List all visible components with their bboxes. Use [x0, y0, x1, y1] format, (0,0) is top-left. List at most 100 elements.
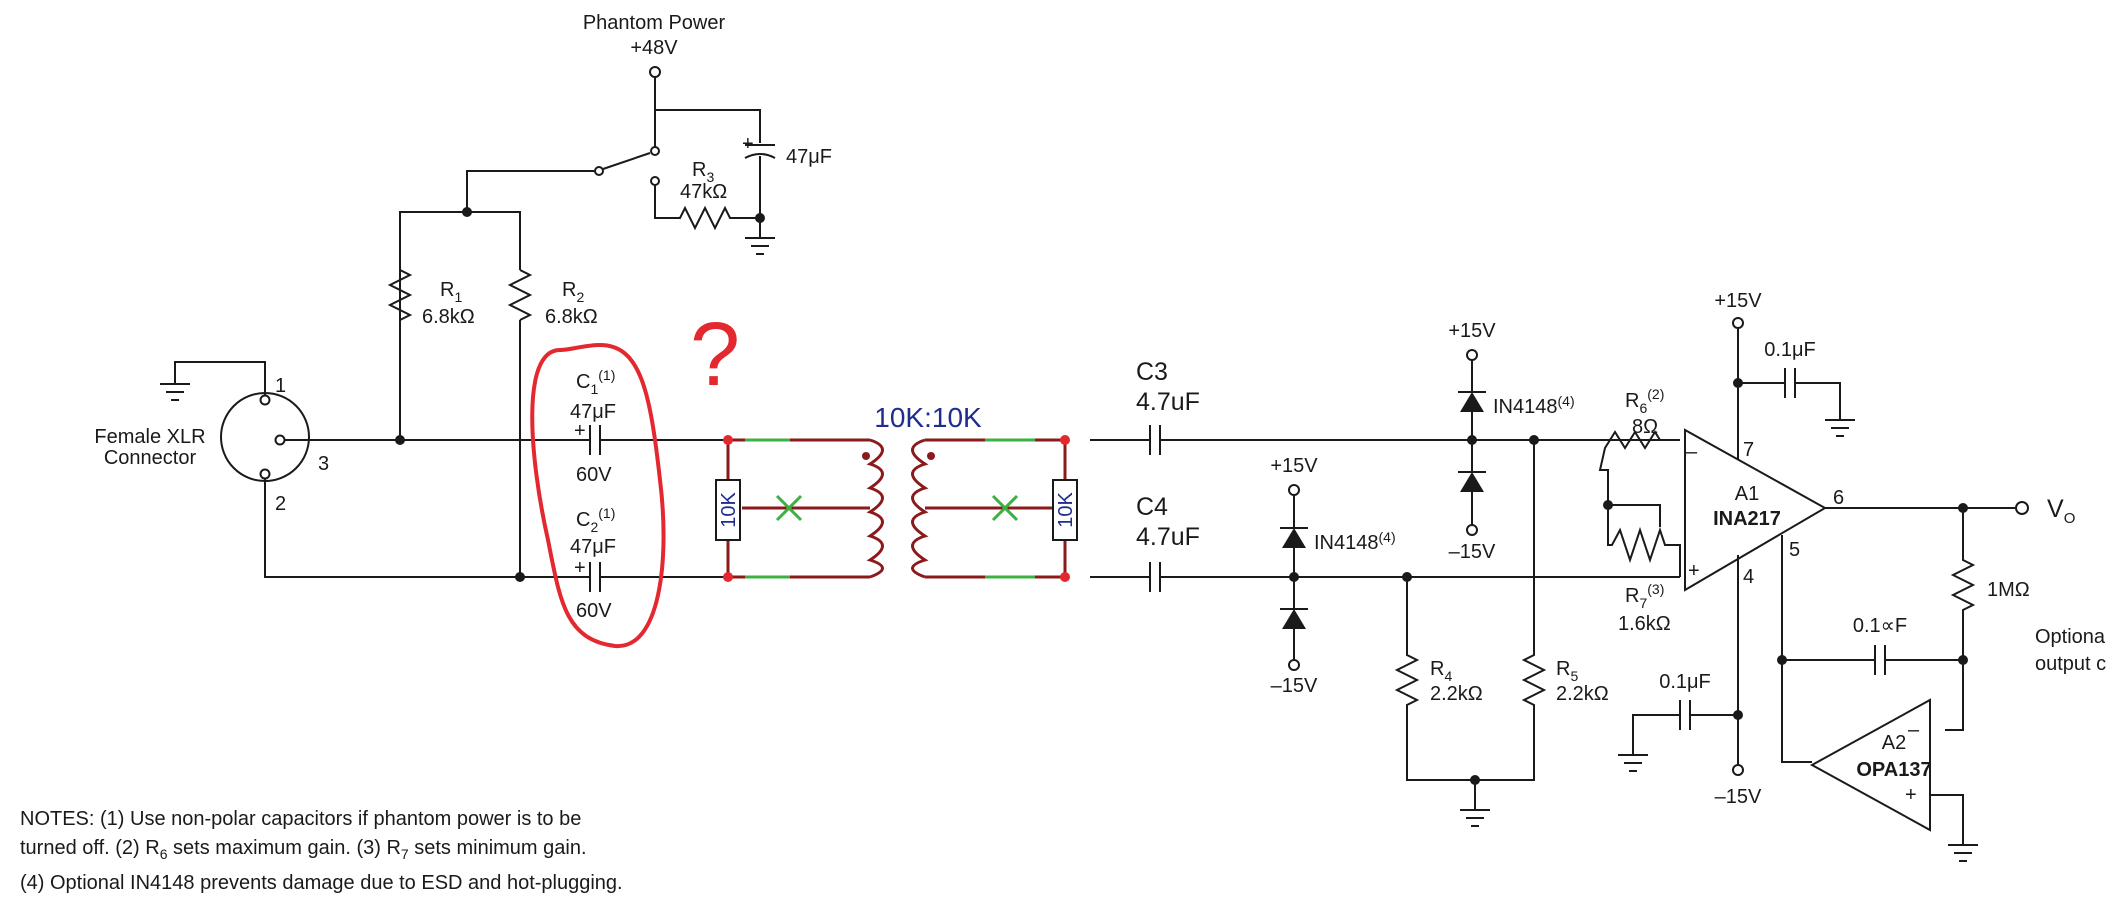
- wire-a1-ref: [1781, 535, 1812, 763]
- ground-icon: [1948, 844, 1978, 862]
- ground-icon: [160, 383, 190, 401]
- xlr-connector-body: [220, 392, 310, 482]
- r5-value: 2.2kΩ: [1556, 683, 1609, 705]
- diode-bottom-neg: –15V: [1271, 675, 1318, 697]
- notes-line2: turned off. (2) R6 sets maximum gain. (3…: [20, 837, 587, 862]
- junction-r1: [395, 435, 405, 445]
- ground-icon: [1460, 809, 1490, 827]
- overlay-dot: [1060, 572, 1070, 582]
- question-mark-annotation: ?: [690, 305, 740, 405]
- c1-polarity: +: [574, 420, 586, 442]
- c2-polarity: +: [574, 557, 586, 579]
- wire-bypass-bottom-ground: [1632, 714, 1680, 755]
- pin2-label: 2: [275, 493, 286, 515]
- load-resistor-right: [1052, 479, 1078, 541]
- cap-phantom-value: 47μF: [786, 146, 832, 168]
- a1-vplus: +15V: [1714, 290, 1762, 312]
- resistor-rfb: [1945, 508, 1976, 731]
- switch-off-terminal: [650, 176, 660, 186]
- a2-pin-minus: –: [1908, 719, 1920, 741]
- c1-label: C1(1): [576, 367, 615, 397]
- a1-pin-plus: +: [1688, 560, 1700, 582]
- diode-bottom-upper: [1282, 528, 1306, 548]
- r5-label: R5: [1556, 658, 1578, 684]
- r1-label: R1: [440, 279, 462, 305]
- transformer-ratio: 10K:10K: [874, 402, 982, 433]
- phantom-voltage: +48V: [630, 37, 678, 59]
- junction-bypass-top: [1733, 378, 1743, 388]
- bypass-top-value: 0.1μF: [1764, 339, 1816, 361]
- junction-output: [1958, 503, 1968, 513]
- r7-wiper: [1608, 504, 1661, 527]
- wires: [174, 66, 2029, 845]
- a1-vplus-terminal: [1732, 317, 1744, 329]
- junction-diode-top: [1467, 435, 1477, 445]
- diode-bottom-supply-terminal: [1288, 484, 1300, 496]
- junction-rfb: [1958, 655, 1968, 665]
- xlr-pin-2: [259, 468, 271, 480]
- r3-label: R3: [692, 159, 714, 185]
- a1-ref: A1: [1735, 483, 1759, 505]
- r6-label: R6(2): [1625, 386, 1664, 416]
- overlay-dot: [1060, 435, 1070, 445]
- connector-label-line1: Female XLR: [94, 426, 205, 448]
- cross-left-icon-b: [775, 494, 803, 522]
- optional-note-line1: Optiona: [2035, 626, 2106, 648]
- wire-to-switch: [466, 170, 596, 212]
- xlr-pin-3: [274, 434, 286, 446]
- r7-value: 1.6kΩ: [1618, 613, 1671, 635]
- load-right-label: 10K: [1055, 492, 1077, 528]
- resistor-r2: [507, 269, 533, 321]
- c2-label: C2(1): [576, 505, 615, 535]
- a1-vminus-terminal: [1732, 764, 1744, 776]
- junction-cfb: [1777, 655, 1787, 665]
- wire-a2-ground: [1930, 794, 1964, 845]
- junction-r4r5: [1470, 775, 1480, 785]
- load-resistor-left: [715, 479, 741, 541]
- optional-note-line2: output c: [2035, 653, 2106, 675]
- diode-top-part: IN4148(4): [1493, 393, 1575, 418]
- output-terminal: [2015, 501, 2029, 515]
- phantom-terminal: [649, 66, 661, 78]
- junction-bypass-bottom: [1733, 710, 1743, 720]
- switch-common-terminal: [594, 166, 604, 176]
- xlr-pin-1: [259, 394, 271, 406]
- bypass-bottom-value: 0.1μF: [1659, 671, 1711, 693]
- c1-voltage: 60V: [576, 464, 612, 486]
- diode-bottom-lower: [1282, 609, 1306, 629]
- r4-label: R4: [1430, 658, 1452, 684]
- diode-top-supply: +15V: [1448, 320, 1496, 342]
- overlay-dot: [723, 435, 733, 445]
- r2-label: R2: [562, 279, 584, 305]
- labels: Phantom Power +48V 47μF + R3 47kΩ R1 6.8…: [94, 12, 2106, 808]
- diode-bottom-supply: +15V: [1270, 455, 1318, 477]
- pin3-label: 3: [318, 453, 329, 475]
- diode-top-lower: [1460, 472, 1484, 492]
- red-annotation: [530, 342, 666, 649]
- junction-diode-bottom: [1289, 572, 1299, 582]
- amplifier-a2: [1809, 698, 1931, 832]
- a2-ref: A2: [1882, 732, 1906, 754]
- a1-part: INA217: [1713, 508, 1781, 530]
- ground-icon: [1618, 754, 1648, 772]
- junction-r5: [1529, 435, 1539, 445]
- amplifier-a1: [1684, 428, 1828, 592]
- switch-phantom-terminal: [650, 146, 660, 156]
- c2-voltage: 60V: [576, 600, 612, 622]
- wire-bypass-top-ground: [1795, 382, 1841, 420]
- notes-line3: (4) Optional IN4148 prevents damage due …: [20, 872, 623, 894]
- r2-value: 6.8kΩ: [545, 306, 598, 328]
- notes-line1: NOTES: (1) Use non-polar capacitors if p…: [20, 808, 582, 830]
- r4-value: 2.2kΩ: [1430, 683, 1483, 705]
- rfb-value: 1MΩ: [1987, 579, 2030, 601]
- wire-r1-r2-top: [399, 211, 521, 270]
- r1-value: 6.8kΩ: [422, 306, 475, 328]
- junction-dots: [395, 207, 1968, 785]
- overlay-dot: [723, 572, 733, 582]
- diode-top-supply-terminal: [1466, 349, 1478, 361]
- junction-r2: [515, 572, 525, 582]
- diode-top-neg: –15V: [1449, 541, 1496, 563]
- phantom-title: Phantom Power: [583, 12, 726, 34]
- pin1-label: 1: [275, 375, 286, 397]
